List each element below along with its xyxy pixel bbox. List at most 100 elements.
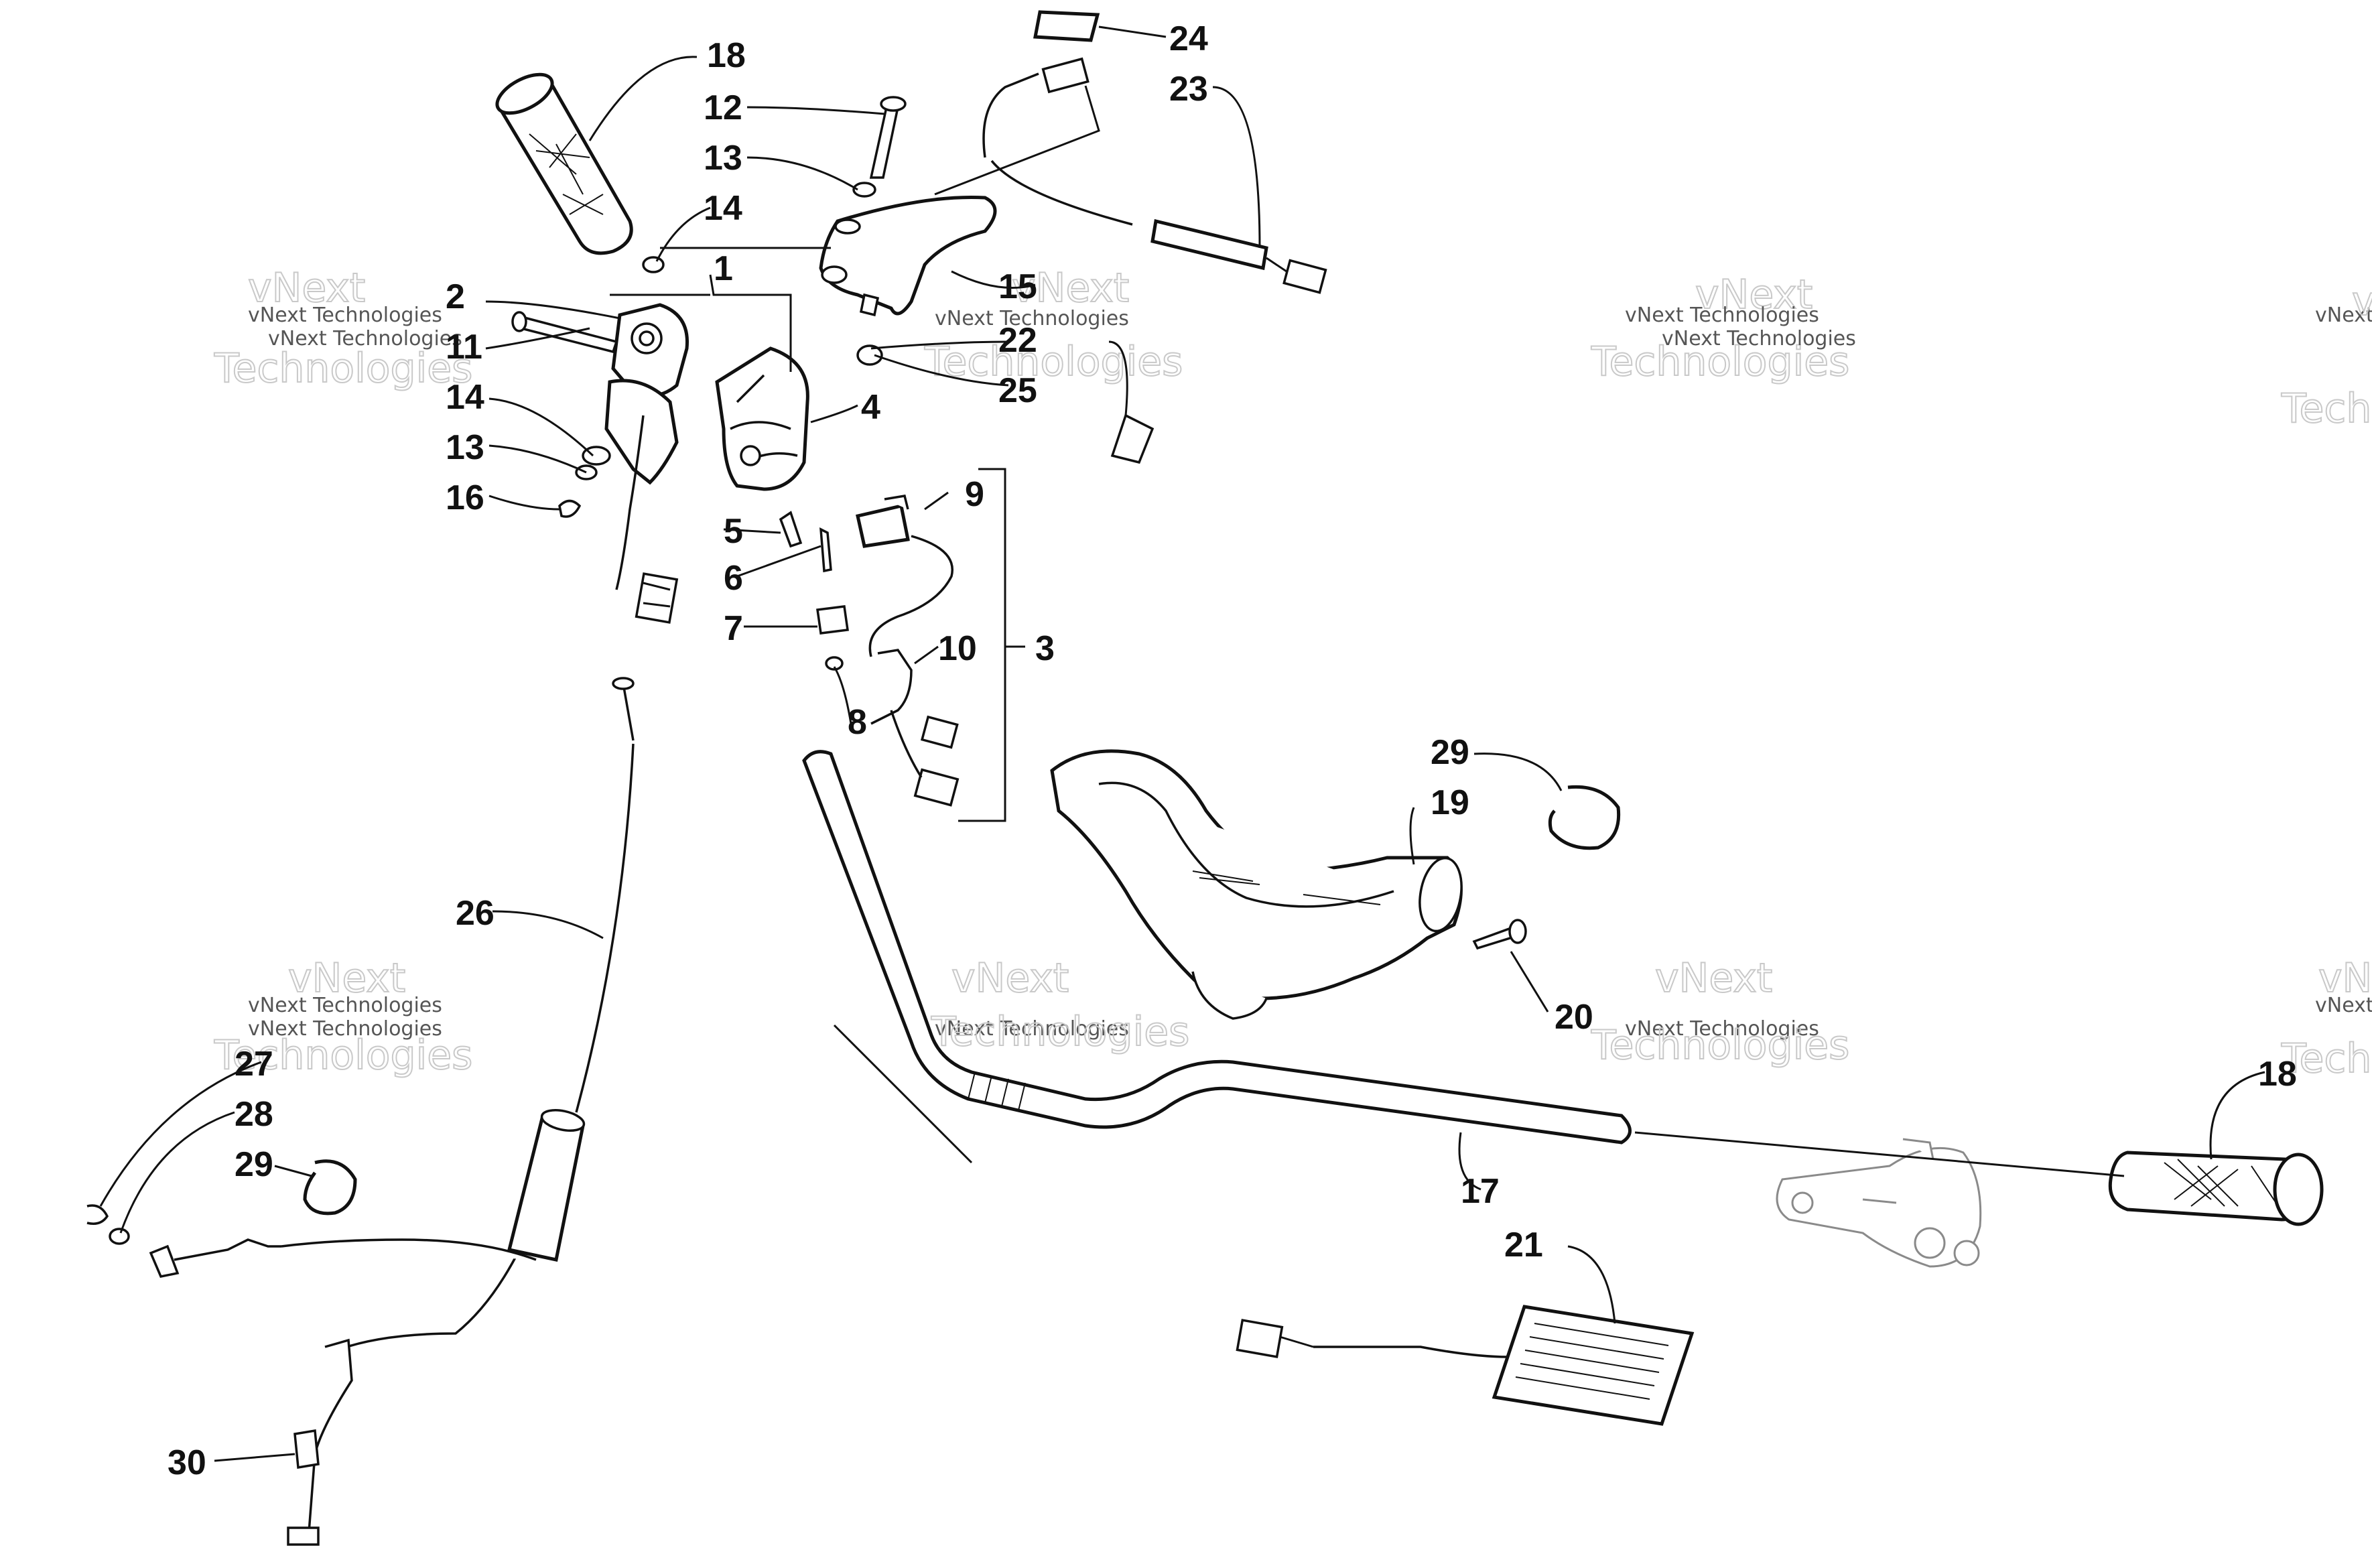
bracket-3 [958,468,1006,822]
watermark-small-1b: vNext Technologies [268,327,462,350]
callout-27: 27 [235,1045,273,1084]
callout-23: 23 [1169,70,1208,109]
watermark-mid-top: vNext vNext Technologies Technologies [923,264,1183,386]
callout-labels: 18 12 13 14 1 2 11 14 13 16 4 5 6 7 8 9 … [168,19,2297,1482]
watermark-small-6: vNext Technologies [935,1017,1129,1041]
callout-3: 3 [1035,629,1055,668]
part-14-nut-upper [642,256,665,273]
watermark-small-3b: vNext Technologies [1662,327,1856,350]
part-21-heater-element [1236,1305,1695,1426]
watermark-far-right-bottom: vNext Technologies Technologies vNext [2280,954,2372,1083]
watermark-big-6: Technologies [1591,338,1849,385]
part-7-switch [816,605,849,635]
part-18-left-grip [495,72,633,255]
part-24-pad [1033,10,1100,42]
watermark-big-3: vNext [1012,265,1129,312]
watermark-big-14b: vNext [2318,955,2372,1002]
watermark-big-4: Technologies [924,338,1183,385]
watermark-small-7: vNext Technologies [1625,1017,1819,1041]
part-22-bracket [1110,413,1155,464]
callout-11: 11 [446,328,482,367]
callout-30: 30 [168,1443,206,1482]
watermark-big-14: Technologies [2281,1035,2372,1082]
callout-14-upper: 14 [704,189,742,228]
part-23-harness [982,57,1327,294]
callout-1: 1 [714,249,733,288]
part-15-brake-lever [819,195,997,316]
part-26-throttle-cable [281,677,635,1546]
watermark-small-4: vNext Technologies [2315,304,2372,327]
leader-harness-lever [934,85,1100,196]
callout-7: 7 [724,609,743,648]
part-20-screw [1472,919,1527,950]
watermark-big-1: vNext [248,265,365,312]
part-6-bracket [819,527,832,573]
part-22-clip [859,293,880,317]
watermark-big-7b: vNext [2352,278,2372,325]
watermark-layer: vNext vNext Technologies Technologies vN… [213,264,2372,1083]
callout-4: 4 [861,388,880,427]
callout-26: 26 [456,894,495,933]
callout-29-lower: 29 [235,1145,273,1184]
part-27-clip [86,1204,109,1225]
part-28-ferrule [109,1228,130,1245]
part-10-wiring [868,535,960,807]
callout-2: 2 [446,277,465,316]
watermark-small-1: vNext Technologies [248,304,442,327]
callout-21: 21 [1504,1226,1543,1264]
cable-end-fitting [149,1238,281,1278]
watermark-big-8: vNext [288,955,405,1002]
part-5-pin [779,511,803,548]
watermark-left-bottom: vNext vNext Technologies Technologies vN… [213,954,473,1080]
callout-22: 22 [998,321,1037,360]
callout-10: 10 [938,629,977,668]
callout-13-lower: 13 [446,428,484,467]
part-19-hand-guard [1050,749,1463,1020]
callout-18-right: 18 [2258,1055,2297,1094]
callout-8: 8 [848,703,867,742]
watermark-big-2: Technologies [214,345,472,392]
callout-20: 20 [1555,998,1593,1037]
callout-12: 12 [704,88,742,127]
watermark-big-13: Technologies [1591,1022,1849,1069]
callout-16: 16 [446,478,484,517]
callout-17: 17 [1461,1172,1500,1211]
callout-9: 9 [965,475,984,514]
part-17-handlebar [802,750,1632,1145]
part-18-right-grip [2108,1151,2324,1226]
callout-14-lower: 14 [446,378,484,417]
watermark-small-2: vNext Technologies [935,307,1129,330]
watermark-small-5b: vNext Technologies [248,1017,442,1041]
watermark-right-top: vNext vNext Technologies Technologies vN… [1590,271,1856,386]
watermark-big-5: vNext [1695,271,1813,318]
watermark-big-10: vNext [951,955,1069,1002]
part-29-clamp-upper [1548,785,1621,850]
leader-lines [99,25,2265,1462]
part-12-bolt [869,96,907,179]
part-1-housing [604,379,679,624]
part-8-screw [825,656,844,671]
part-25-nut [856,344,883,366]
alignment-line-right [1634,1131,2125,1177]
watermark-mid-bottom: vNext vNext Technologies Technologies [930,954,1190,1056]
callout-18-upper: 18 [707,36,746,75]
part-11-screw [511,311,618,354]
callout-24: 24 [1169,19,1208,58]
callout-19: 19 [1431,783,1469,822]
callout-25: 25 [998,371,1037,410]
callout-28: 28 [235,1095,273,1134]
watermark-left-top: vNext vNext Technologies Technologies vN… [213,264,473,393]
watermark-far-right-top: vNext Technologies Technologies vNext [2280,277,2372,433]
part-29-clamp-lower [303,1159,357,1216]
part-4-throttle-housing [715,346,809,491]
watermark-big-12: vNext [1655,955,1772,1002]
callout-29-upper: 29 [1431,733,1469,772]
ghost-brake-assembly [1776,1138,1982,1268]
callout-13-upper: 13 [704,139,742,178]
callout-15: 15 [998,267,1037,306]
part-13-washer-upper [852,182,876,198]
part-16-clip [558,499,582,518]
watermark-big-11: Technologies [931,1008,1189,1055]
part-9-connector [856,495,910,548]
